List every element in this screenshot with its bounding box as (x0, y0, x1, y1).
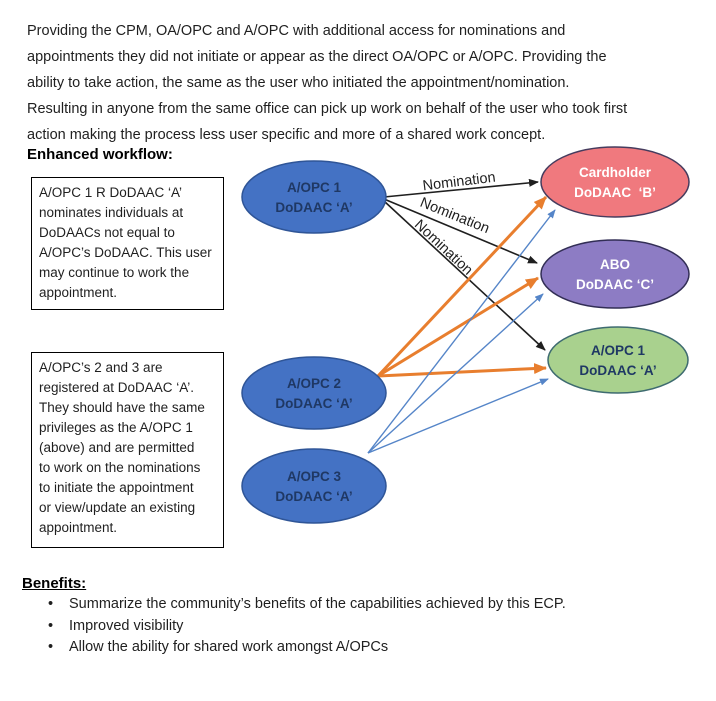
ellipse-aopc3 (241, 448, 387, 524)
node-label: DoDAAC ‘B’ (574, 185, 656, 200)
benefits-heading: Benefits: (22, 575, 87, 592)
intro-line: action making the process less user spec… (27, 127, 546, 143)
node-aopc2-dodaac-a: A/OPC 2 DoDAAC ‘A’ (241, 356, 387, 430)
note-line: (above) and are permitted (39, 440, 195, 455)
note-line: nominates individuals at (39, 205, 184, 220)
node-label: A/OPC 2 (287, 376, 341, 391)
node-label: A/OPC 1 (591, 343, 646, 358)
note-line: appointment. (39, 520, 118, 535)
arrow-aopc2-to-abo (377, 276, 539, 378)
nomination-arrow-aopc1-to-abo (383, 198, 538, 264)
node-aopc3-dodaac-a: A/OPC 3 DoDAAC ‘A’ (241, 448, 387, 524)
note-line: to initiate the appointment (39, 480, 194, 495)
intro-paragraph: Providing the CPM, OA/OPC and A/OPC with… (27, 18, 627, 148)
note-line: privileges as the A/OPC 1 (39, 420, 193, 435)
node-label: ABO (600, 257, 630, 272)
note-line: DoDAACs not equal to (39, 225, 175, 240)
node-aopc1-dodaac-a-source: A/OPC 1 DoDAAC ‘A’ (241, 160, 387, 234)
enhanced-workflow-heading: Enhanced workflow: (27, 146, 173, 163)
ellipse-abo (540, 239, 690, 309)
ellipse-aopc1-source (241, 160, 387, 234)
note-line: may continue to work the (39, 265, 190, 280)
node-label: Cardholder (579, 165, 652, 180)
note-line: registered at DoDAAC ‘A’. (39, 380, 195, 395)
note-line: They should have the same (39, 400, 205, 415)
intro-line: Resulting in anyone from the same office… (27, 101, 628, 117)
node-aopc1-dodaac-a-target: A/OPC 1 DoDAAC ‘A’ (547, 326, 689, 394)
node-label: DoDAAC ‘A’ (275, 200, 352, 215)
nomination-arrow-aopc1-to-aopc1 (383, 200, 546, 351)
ellipse-cardholder (540, 146, 690, 218)
note-line: A/OPC 1 R DoDAAC ‘A’ (39, 185, 183, 200)
benefit-item: Improved visibility (48, 616, 566, 638)
node-label: A/OPC 1 (287, 180, 342, 195)
node-label: A/OPC 3 (287, 469, 342, 484)
note-line: A/OPC’s DoDAAC. This user (39, 245, 212, 260)
nomination-arrow-aopc1-to-cardholder (383, 178, 539, 198)
arrow-aopc3-to-cardholder (367, 209, 556, 454)
benefit-item: Summarize the community’s benefits of th… (48, 594, 566, 616)
node-label: DoDAAC ‘C’ (576, 277, 654, 292)
node-label: DoDAAC ‘A’ (275, 489, 352, 504)
note-box-aopc2-3: A/OPC’s 2 and 3 are registered at DoDAAC… (31, 352, 224, 548)
intro-line: ability to take action, the same as the … (27, 75, 570, 91)
node-abo-dodaac-c: ABO DoDAAC ‘C’ (540, 239, 690, 309)
benefit-item: Allow the ability for shared work amongs… (48, 637, 566, 659)
node-cardholder-dodaac-b: Cardholder DoDAAC ‘B’ (540, 146, 690, 218)
note-box-aopc1: A/OPC 1 R DoDAAC ‘A’ nominates individua… (31, 177, 224, 310)
nomination-label-1: Nomination (422, 170, 497, 195)
arrow-aopc3-to-abo (367, 293, 544, 454)
node-label: DoDAAC ‘A’ (275, 396, 352, 411)
note-line: appointment. (39, 285, 118, 300)
arrow-aopc3-to-aopc1 (367, 378, 549, 454)
workflow-diagram: Nomination Nomination Nomination A/OPC 1… (241, 146, 690, 524)
benefits-list: Summarize the community’s benefits of th… (48, 594, 566, 659)
arrow-aopc2-to-aopc1 (377, 363, 547, 378)
arrow-aopc2-to-cardholder (376, 195, 548, 378)
note-line: or view/update an existing (39, 500, 196, 515)
note-line: A/OPC’s 2 and 3 are (39, 360, 163, 375)
node-label: DoDAAC ‘A’ (579, 363, 656, 378)
intro-line: Providing the CPM, OA/OPC and A/OPC with… (27, 23, 566, 39)
ellipse-aopc1-target (547, 326, 689, 394)
note-line: to work on the nominations (39, 460, 201, 475)
ellipse-aopc2 (241, 356, 387, 430)
intro-line: appointments they did not initiate or ap… (27, 49, 607, 65)
